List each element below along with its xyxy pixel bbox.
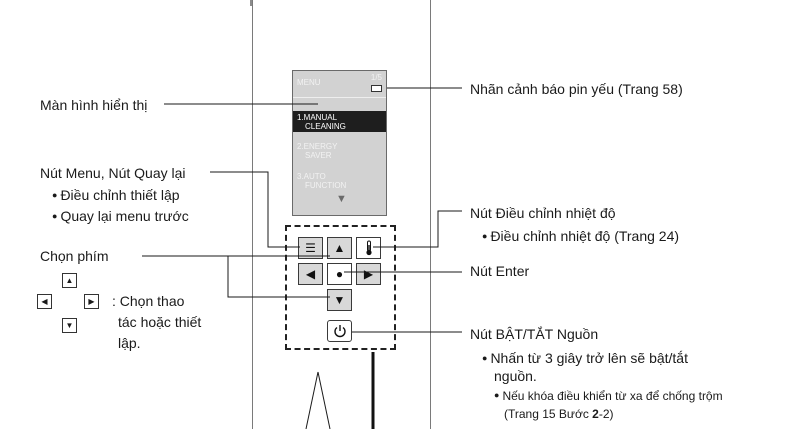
enter-dot-icon: ● <box>335 267 344 281</box>
power-icon <box>333 325 346 338</box>
lcd-page-indicator: 1/5 <box>370 73 382 82</box>
menu-icon: ☰ <box>305 241 316 255</box>
up-button[interactable]: ▲ <box>327 237 352 259</box>
key-illustration-right-icon: ▶ <box>84 294 99 309</box>
label-battery: Nhãn cảnh báo pin yếu (Trang 58) <box>470 81 683 97</box>
leader-temp <box>373 210 462 248</box>
label-menu-back: Nút Menu, Nút Quay lại <box>40 165 186 181</box>
menu-back-button[interactable]: ☰ <box>298 237 323 259</box>
label-display: Màn hình hiển thị <box>40 97 148 113</box>
power-button[interactable] <box>327 320 352 342</box>
arrow-up-icon: ▲ <box>333 241 346 255</box>
key-illustration-up-icon: ▲ <box>62 273 77 288</box>
label-enter: Nút Enter <box>470 263 530 279</box>
lcd-separator <box>293 97 386 98</box>
key-illustration-left-icon: ◀ <box>37 294 52 309</box>
lcd-item-line2: CLEANING <box>305 122 346 131</box>
label-select-desc-1: : Chọn thao <box>112 293 185 309</box>
right-button[interactable]: ▶ <box>356 263 381 285</box>
lcd-item-line1: 3.AUTO <box>297 172 326 181</box>
label-power-b2-pre: (Trang 15 Bước <box>504 407 593 421</box>
thermometer-icon <box>365 240 372 256</box>
label-power-b1-line2: nguồn. <box>494 368 537 384</box>
left-button[interactable]: ◀ <box>298 263 323 285</box>
arrow-down-icon: ▼ <box>333 293 346 307</box>
remote-body <box>252 0 431 429</box>
arrow-left-icon: ◀ <box>305 267 316 281</box>
temperature-button[interactable] <box>356 237 381 259</box>
label-power-b2-line1: Nếu khóa điều khiển từ xa để chống trộm <box>494 389 722 404</box>
lcd-scroll-down-icon: ▼ <box>336 193 347 205</box>
keypad-group-outline <box>285 225 396 350</box>
label-select-keys: Chọn phím <box>40 248 109 264</box>
battery-icon <box>371 85 382 92</box>
enter-button[interactable]: ● <box>327 263 352 285</box>
label-select-desc-3: lập. <box>118 335 141 351</box>
label-menu-back-b1: Điều chỉnh thiết lập <box>52 187 179 205</box>
down-button[interactable]: ▼ <box>327 289 352 311</box>
label-power-b1-line1: Nhấn từ 3 giây trở lên sẽ bật/tắt <box>482 350 688 368</box>
lcd-item-line1: 2.ENERGY <box>297 142 338 151</box>
lcd-item-selected: 1.MANUAL CLEANING <box>293 111 386 132</box>
lcd-item-line1: 1.MANUAL <box>297 113 338 122</box>
label-power-b2-post: -2) <box>598 407 614 421</box>
label-menu-back-b2: Quay lại menu trước <box>52 208 188 226</box>
lcd-menu-label: MENU <box>297 78 321 87</box>
arrow-right-icon: ▶ <box>363 267 374 281</box>
label-power: Nút BẬT/TẮT Nguồn <box>470 326 599 342</box>
leader-menu <box>210 171 300 248</box>
lcd-item: 2.ENERGY SAVER <box>297 142 337 160</box>
label-select-desc-2: tác hoặc thiết <box>118 314 202 330</box>
label-power-b2-bold: 2 <box>592 407 599 421</box>
label-temp-b1: Điều chỉnh nhiệt độ (Trang 24) <box>482 228 679 246</box>
lcd-item-line2: FUNCTION <box>305 181 347 190</box>
lcd-item: 3.AUTO FUNCTION <box>297 172 346 190</box>
key-illustration-down-icon: ▼ <box>62 318 77 333</box>
label-temp: Nút Điều chỉnh nhiệt độ <box>470 205 616 221</box>
lcd-item-line2: SAVER <box>305 151 332 160</box>
label-power-b2-line2: (Trang 15 Bước 2-2) <box>504 407 614 421</box>
lcd-display: MENU 1/5 1.MANUAL CLEANING 2.ENERGY SAVE… <box>292 70 387 216</box>
